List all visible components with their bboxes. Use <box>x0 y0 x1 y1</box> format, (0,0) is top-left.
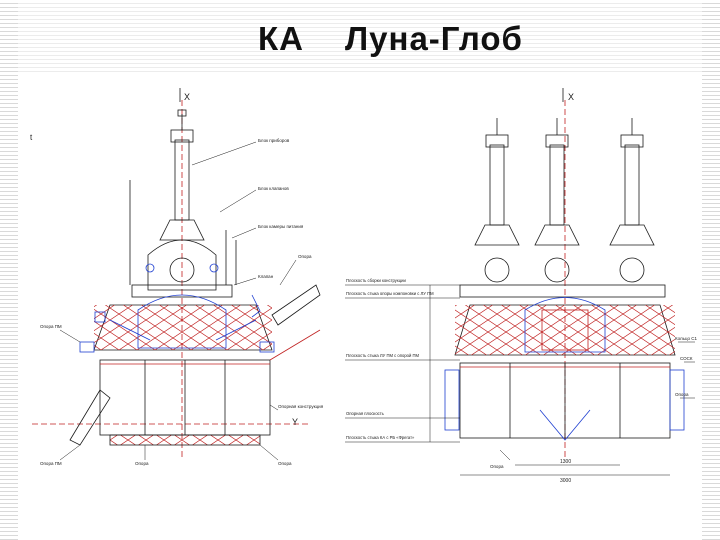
svg-text:Опора ПМ: Опора ПМ <box>40 324 62 329</box>
svg-text:Опора: Опора <box>298 254 312 259</box>
right-stacks <box>474 118 655 283</box>
right-reference-lines <box>345 284 695 476</box>
left-deck <box>131 284 233 298</box>
svg-text:Блок клапанов: Блок клапанов <box>258 186 289 191</box>
right-red-core <box>541 309 589 351</box>
right-stripe-border <box>702 0 720 540</box>
left-side-mark: t <box>30 133 33 142</box>
right-note-labels: Плоскость сборки конструкции Плоскость с… <box>346 278 434 440</box>
left-callout-labels: Блок приборов Блок клапанов Блок камеры … <box>40 138 324 466</box>
left-axis-y-label: Y <box>292 417 298 427</box>
right-side-tank-r <box>669 369 685 431</box>
svg-text:Кольцо С1: Кольцо С1 <box>675 336 698 341</box>
svg-text:1300: 1300 <box>560 459 571 465</box>
left-stripe-border <box>0 0 18 540</box>
svg-text:Плоскость сборки конструкции: Плоскость сборки конструкции <box>346 278 406 283</box>
svg-text:Плоскость стыка ЛУ ПМ с опорой: Плоскость стыка ЛУ ПМ с опорой ПМ <box>346 353 420 358</box>
right-view: X <box>345 88 698 484</box>
svg-text:Опора: Опора <box>675 392 689 397</box>
left-boom-link <box>269 329 321 361</box>
drawing-svg: X Y <box>30 88 698 484</box>
right-nozzle-cluster <box>539 409 591 441</box>
svg-text:Плоскость стыка КА с РБ «Фрега: Плоскость стыка КА с РБ «Фрегат» <box>346 435 415 440</box>
left-tank-dome <box>147 239 217 291</box>
right-axis-x-label: X <box>568 92 574 102</box>
left-central-dome <box>137 294 227 349</box>
right-deck <box>459 284 666 298</box>
title-bar <box>0 0 720 74</box>
right-side-tank-l <box>444 369 460 431</box>
right-dimension-labels: 1300 3000 <box>560 459 571 484</box>
left-leaders <box>59 141 297 461</box>
svg-text:СОСК: СОСК <box>680 356 693 361</box>
left-truss-pattern <box>94 305 272 350</box>
svg-text:Опора: Опора <box>278 461 292 466</box>
left-tank <box>169 257 195 283</box>
svg-text:Плоскость стыка опоры компонов: Плоскость стыка опоры компоновки с ЛУ ПМ <box>346 291 434 296</box>
left-blue-struts <box>109 319 257 341</box>
svg-text:3000: 3000 <box>560 478 571 484</box>
svg-text:Опора ПМ: Опора ПМ <box>40 461 62 466</box>
slide-title-luna-glob: Луна-Глоб <box>345 20 523 57</box>
engineering-drawing: X Y <box>20 80 700 485</box>
left-landing-truss <box>109 434 261 446</box>
left-blue-details <box>79 263 275 353</box>
left-view: X Y <box>30 88 324 466</box>
right-callout-labels: Кольцо С1 СОСК Опора Опора <box>490 336 698 469</box>
svg-text:Опора: Опора <box>135 461 149 466</box>
svg-text:Опорная конструкция: Опорная конструкция <box>278 404 324 409</box>
svg-text:Опорная плоскость: Опорная плоскость <box>346 411 385 416</box>
left-flare <box>159 219 205 241</box>
svg-text:Опора: Опора <box>490 464 504 469</box>
right-central-dome <box>524 297 606 353</box>
right-truss-pattern <box>455 305 675 355</box>
svg-text:Блок камеры питания: Блок камеры питания <box>258 224 304 229</box>
left-antenna-tip <box>177 109 187 117</box>
left-deployed-boom <box>271 284 321 326</box>
svg-text:Клапан: Клапан <box>258 274 274 279</box>
slide-title-ka: КА <box>258 20 304 57</box>
svg-text:Блок приборов: Блок приборов <box>258 138 290 143</box>
left-axis-x-label: X <box>184 92 190 102</box>
left-landing-leg <box>69 389 111 446</box>
